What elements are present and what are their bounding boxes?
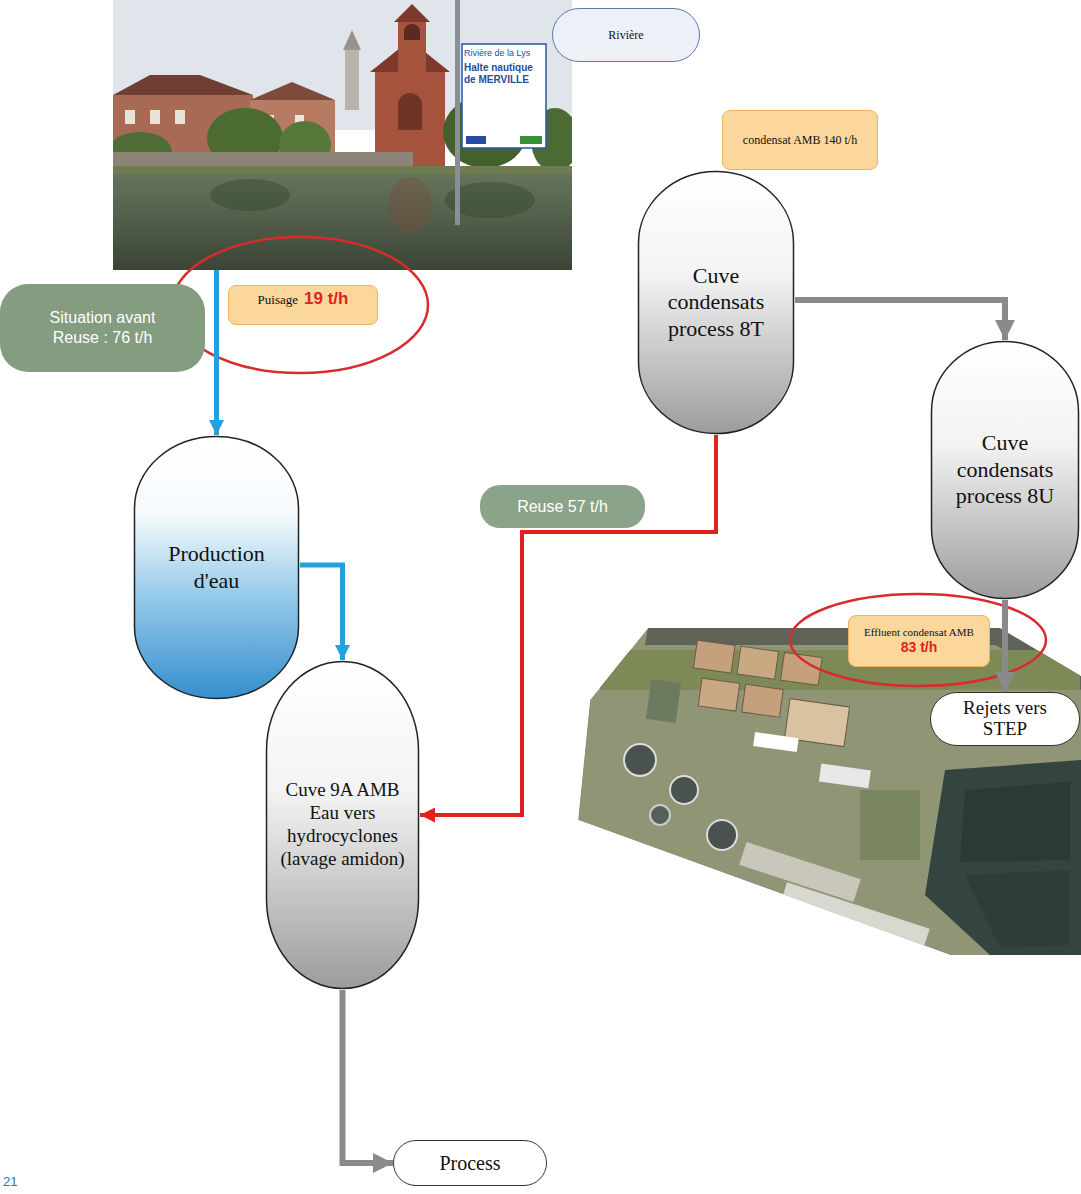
tank-label: Cuve 9A AMB Eau vers hydrocyclones (lava… <box>279 779 406 870</box>
wastewater-plant-photo <box>698 678 740 711</box>
box-label: condensat AMB 140 t/h <box>743 133 857 148</box>
wastewater-plant-photo <box>670 776 698 804</box>
terminal-box: Process <box>393 1140 547 1186</box>
river-photo <box>394 4 430 22</box>
wastewater-plant-photo <box>860 790 920 860</box>
wastewater-plant-photo <box>742 684 784 717</box>
box-label: Effluent condensat AMB <box>864 626 974 639</box>
river-photo <box>388 177 432 233</box>
tank-outline <box>932 342 1079 599</box>
river-photo <box>520 136 542 144</box>
tank-label: Cuve 9A AMB Eau vers hydrocyclones (lava… <box>279 779 406 870</box>
tank-label: Cuve condensats process 8U <box>944 430 1066 509</box>
wastewater-plant-photo <box>737 646 779 679</box>
river-photo <box>113 75 253 95</box>
flow-connector <box>343 990 394 1163</box>
river-photo <box>343 30 361 50</box>
wastewater-plant-photo <box>693 640 735 673</box>
tank-outline <box>135 437 299 699</box>
flow-rate-box: Puisage 19 t/h <box>228 285 378 325</box>
wastewater-plant-photo <box>646 679 681 723</box>
river-photo <box>466 136 486 144</box>
tank-label: Cuve condensats process 8U <box>944 430 1066 509</box>
sign-panel: Rivière de la LysHalte nautique de MERVI… <box>464 48 546 86</box>
box-label: 19 t/h <box>304 289 348 309</box>
wastewater-plant-photo <box>624 744 656 776</box>
box-label: Rivière <box>608 28 643 43</box>
tank-label: Production d'eau <box>147 541 286 594</box>
tank-vessel: Production d'eau <box>133 435 300 700</box>
tank-label: Cuve condensats process 8T <box>651 263 781 342</box>
flow-connector <box>1002 600 1008 692</box>
river-photo: Rivière de la LysHalte nautique de MERVI… <box>113 0 572 270</box>
river-photo <box>150 110 160 124</box>
box-label: Rejets vers STEP <box>943 698 1067 740</box>
tank-outline <box>639 172 794 434</box>
river-photo <box>113 0 572 270</box>
river-photo <box>113 174 572 270</box>
wastewater-plant-photo <box>960 782 1070 862</box>
wastewater-plant-photo <box>753 732 799 752</box>
box-label: Situation avant Reuse : 76 t/h <box>28 308 178 348</box>
page-number: 21 <box>3 1174 17 1189</box>
terminal-box: Rejets vers STEP <box>930 692 1080 746</box>
box-label: Puisage <box>258 292 298 308</box>
page-number: 21 <box>3 1174 17 1189</box>
wastewater-plant-photo <box>819 764 871 789</box>
flow-rate-box: Effluent condensat AMB83 t/h <box>848 615 990 667</box>
flow-label: Reuse 57 t/h <box>517 498 608 516</box>
tank-outline <box>267 662 419 989</box>
flow-rate-box: condensat AMB 140 t/h <box>722 110 878 170</box>
river-photo <box>462 44 546 148</box>
river-photo <box>175 110 185 124</box>
highlight-ellipse <box>172 237 428 373</box>
flow-connector <box>420 435 716 815</box>
wastewater-plant-photo <box>780 882 929 949</box>
tank-vessel: Cuve 9A AMB Eau vers hydrocyclones (lava… <box>265 660 420 990</box>
river-photo <box>455 0 460 225</box>
flow-connector <box>214 270 219 435</box>
river-photo <box>210 179 290 211</box>
box-label: Process <box>439 1152 500 1175</box>
tank-vessel: Cuve condensats process 8T <box>637 170 795 435</box>
river-photo <box>125 110 135 124</box>
source-label: Rivière <box>552 8 700 62</box>
flow-connector <box>795 300 1005 340</box>
status-badge: Situation avant Reuse : 76 t/h <box>0 284 205 372</box>
wastewater-plant-photo <box>650 805 670 825</box>
box-label: 83 t/h <box>901 639 938 656</box>
tank-label: Cuve condensats process 8T <box>651 263 781 342</box>
river-photo <box>345 50 359 110</box>
river-photo <box>398 18 426 73</box>
tank-vessel: Cuve condensats process 8U <box>930 340 1080 600</box>
wastewater-plant-photo <box>925 760 1081 955</box>
sign-text: Rivière de la Lys <box>464 48 546 59</box>
flow-label: Reuse 57 t/h <box>480 485 645 528</box>
wastewater-plant-photo <box>707 820 737 850</box>
river-photo <box>250 82 335 100</box>
wastewater-plant-photo <box>965 870 1070 948</box>
river-photo <box>404 24 420 40</box>
flow-connector <box>300 565 343 660</box>
river-photo <box>398 93 422 130</box>
tank-label: Production d'eau <box>147 541 286 594</box>
sign-text: Halte nautique de MERVILLE <box>464 62 546 86</box>
